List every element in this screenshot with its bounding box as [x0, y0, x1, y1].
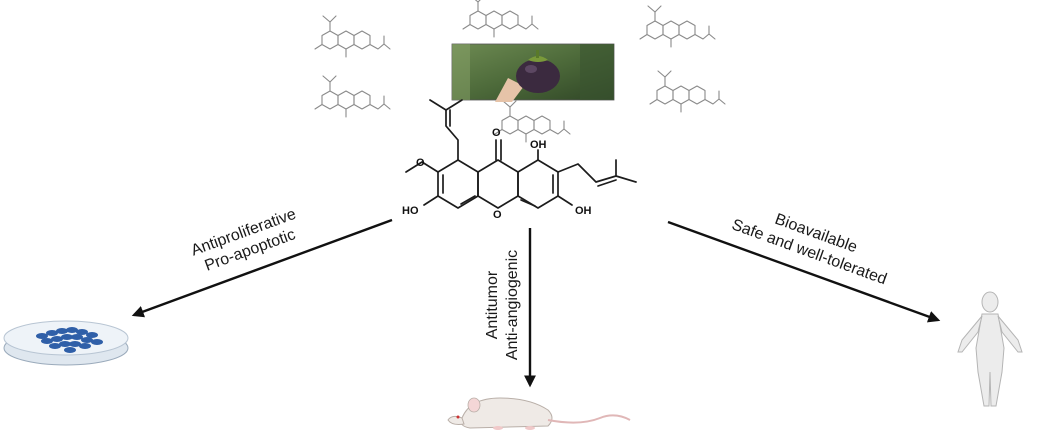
mangosteen-photo	[451, 43, 615, 102]
ring-oxygen-label: O	[493, 209, 502, 221]
mangosteen-fruit-icon	[516, 59, 560, 93]
left-arrow-labels: Antiproliferative Pro-apoptotic	[189, 206, 299, 275]
arrow-to-human	[667, 220, 941, 323]
label-anti-angiogenic: Anti-angiogenic	[504, 250, 521, 360]
alpha-mangostin-structure: O O O HO OH OH	[402, 99, 637, 221]
cell-cluster-icon	[36, 327, 103, 353]
hydroxyl-left-label: HO	[402, 205, 419, 217]
petri-dish-icon	[3, 320, 129, 366]
derivative-molecule-3	[639, 5, 716, 48]
center-arrow-labels: Antitumor Anti-angiogenic	[484, 250, 521, 360]
derivative-molecule-4	[314, 75, 391, 118]
derivative-molecule-6	[494, 100, 571, 143]
derivative-molecule-5	[649, 70, 726, 113]
derivative-molecule-1	[314, 15, 391, 58]
human-body-icon	[957, 291, 1023, 407]
mouse-icon	[447, 397, 631, 430]
hand-shape	[495, 78, 524, 102]
hydroxyl-top-right-label: OH	[530, 139, 547, 151]
carbonyl-oxygen-label: O	[492, 127, 501, 139]
label-antitumor: Antitumor	[484, 270, 501, 339]
derivative-molecule-2	[462, 0, 539, 38]
methoxy-oxygen-label: O	[416, 157, 425, 169]
arrow-to-cells	[131, 218, 393, 318]
hydroxyl-right-label: OH	[575, 205, 592, 217]
